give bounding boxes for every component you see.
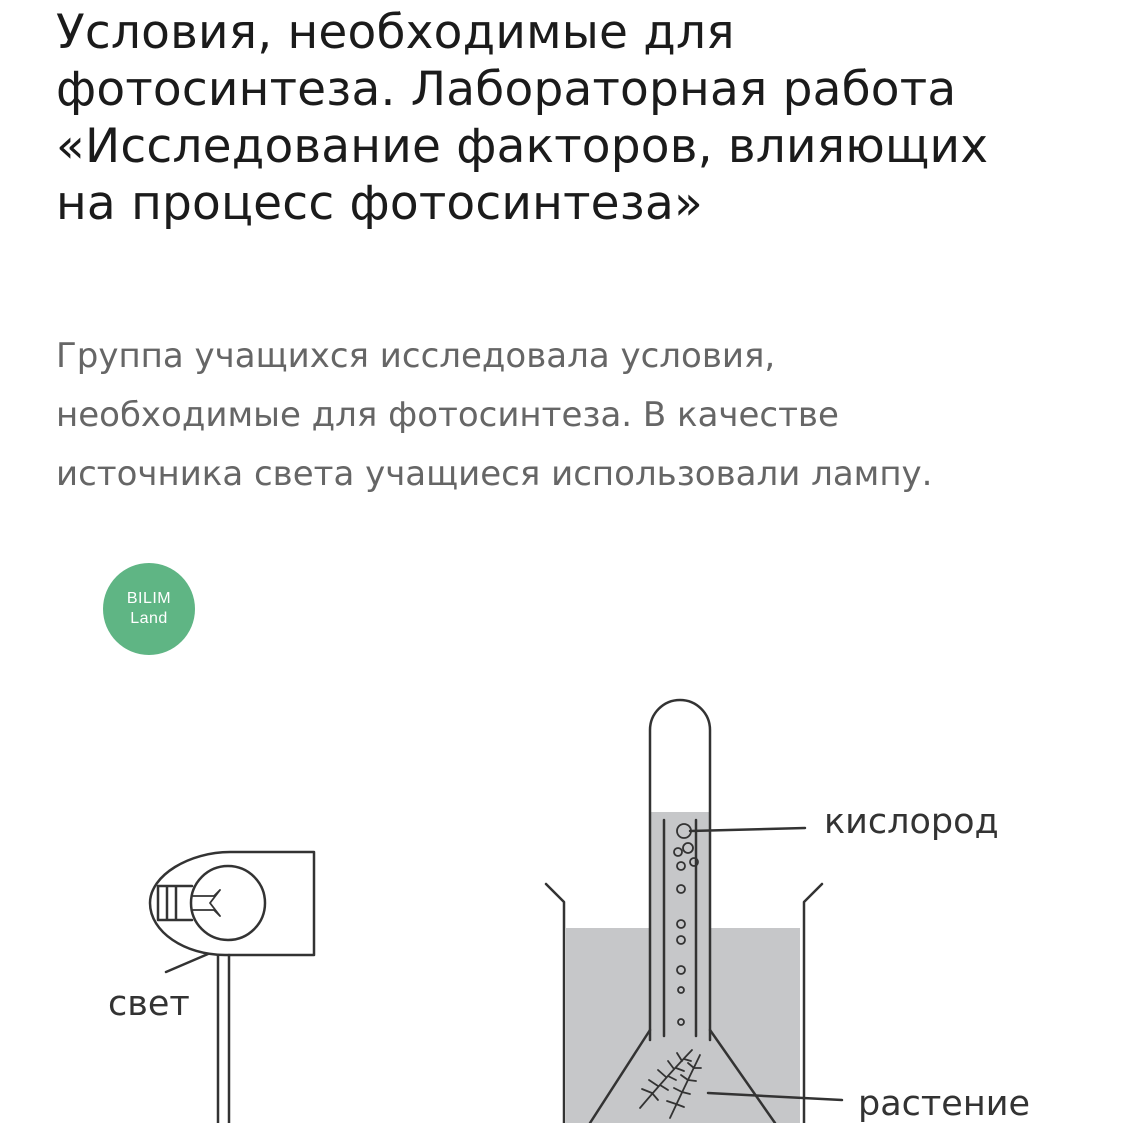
logo-line-2: Land [130,610,168,627]
lamp [148,850,316,1123]
lamp-bulb-icon [189,864,267,942]
photosynthesis-experiment-diagram: кислород свет растение [108,698,1030,1123]
oxygen-leader-line [688,826,807,833]
title-line-2: фотосинтеза. Лабораторная работа [56,62,957,117]
lamp-housing [148,850,316,957]
beaker [544,882,824,1123]
plant [639,1049,702,1119]
funnel-inner [662,818,698,1038]
label-plant: растение [858,1084,1030,1123]
lead-paragraph: Группа учащихся исследовала условия, нео… [56,327,1096,504]
lamp-filament [192,889,221,917]
logo-line-1: BILIM [126,590,172,607]
test-tube [648,698,712,1042]
lamp-stand [216,953,231,1123]
title-line-3: «Исследование факторов, влияющих [56,119,989,174]
title-line-4: на процесс фотосинтеза» [56,176,703,231]
bilimland-logo: BILIM Land [103,563,195,655]
lamp-socket [156,884,194,922]
lead-line-2: необходимые для фотосинтеза. В качестве [56,395,839,435]
label-light: свет [108,984,190,1024]
label-oxygen: кислород [824,802,999,842]
page-title: Условия, необходимые для фотосинтеза. Ла… [56,4,1096,232]
lead-line-3: источника света учащиеся использовали ла… [56,454,933,494]
funnel-outline [588,1028,777,1123]
light-leader-line [164,952,210,974]
oxygen-bubbles [673,823,699,1026]
lead-line-1: Группа учащихся исследовала условия, [56,336,776,376]
plant-leader-line [706,1091,844,1102]
title-line-1: Условия, необходимые для [56,5,735,60]
beaker-water [566,928,800,1123]
